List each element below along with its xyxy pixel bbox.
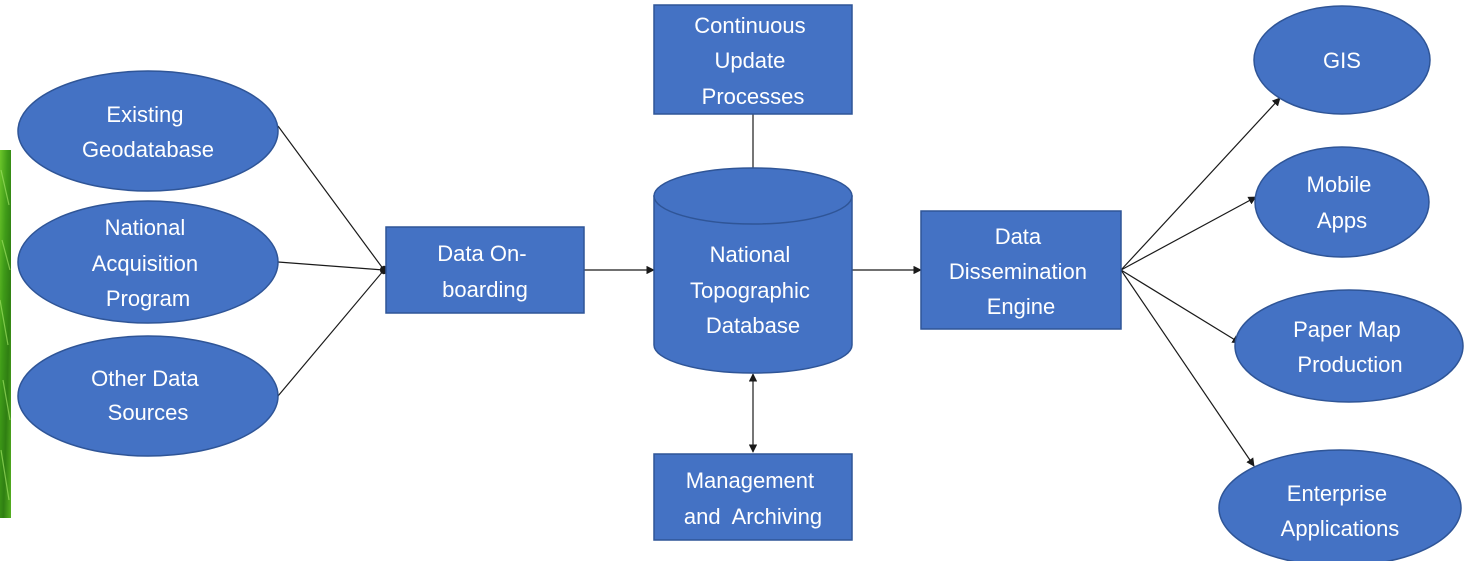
node-national-topographic-database: National Topographic Database [653,167,853,374]
side-grass-image [0,150,11,518]
node-national-acquisition-program: National Acquisition Program [17,200,279,324]
node-label: National Topographic Database [690,242,816,338]
node-label-line: Data On- [437,241,526,266]
node-label: Mobile Apps [1307,172,1378,233]
edge-national-acquisition-to-onboarding [277,261,388,275]
node-label: Data On- boarding [437,241,532,302]
edge-other-sources-to-onboarding [277,266,388,397]
node-data-onboarding: Data On- boarding [385,226,585,314]
edge-existing-geodatabase-to-onboarding [277,125,388,274]
node-label-line: Enterprise [1287,481,1387,506]
node-label-line: Processes [702,84,805,109]
node-label-line: GIS [1323,48,1361,73]
node-label-line: Database [706,313,800,338]
node-label: Existing Geodatabase [82,102,214,162]
node-other-data-sources: Other Data Sources [17,335,279,457]
node-label-line: Other Data [91,366,199,391]
node-management-and-archiving: Management and Archiving [653,453,853,541]
node-label: Enterprise Applications [1281,481,1400,541]
node-label: Data Dissemination Engine [949,224,1093,319]
node-label-line: Geodatabase [82,137,214,162]
node-label-line: Existing [106,102,183,127]
node-label-line: Engine [987,294,1056,319]
node-label: Management and Archiving [684,468,822,529]
node-label: Paper Map Production [1293,317,1407,377]
node-label-line: Program [106,286,190,311]
edge-dissemination-to-enterprise-apps [1120,269,1255,467]
edge-dissemination-to-mobile-apps [1120,196,1257,271]
node-label-line: Dissemination [949,259,1087,284]
node-label-line: National [105,215,186,240]
node-label-line: Acquisition [92,251,198,276]
node-label-line: Production [1297,352,1402,377]
node-data-dissemination-engine: Data Dissemination Engine [920,210,1122,330]
node-label-line: Paper Map [1293,317,1401,342]
edge-dissemination-to-paper-map [1120,269,1241,344]
node-label-line: Apps [1317,208,1367,233]
node-enterprise-applications: Enterprise Applications [1218,449,1462,561]
node-label-line: Continuous [694,13,805,38]
node-mobile-apps: Mobile Apps [1254,146,1430,258]
node-existing-geodatabase: Existing Geodatabase [17,70,279,192]
node-label: Other Data Sources [91,366,205,425]
edge-dissemination-to-gis [1120,97,1281,271]
node-label: GIS [1323,48,1361,73]
node-gis: GIS [1253,5,1431,115]
node-label-line: National [710,242,791,267]
node-continuous-update-processes: Continuous Update Processes [653,4,853,115]
node-label: National Acquisition Program [92,215,205,311]
node-label: Continuous Update Processes [694,13,811,109]
node-label-line: Topographic [690,278,810,303]
node-label-line: Applications [1281,516,1400,541]
node-paper-map-production: Paper Map Production [1234,289,1464,403]
node-label-line: Update [714,48,785,73]
node-label-line: Management [686,468,814,493]
node-label-line: and Archiving [684,504,822,529]
node-label-line: Data [995,224,1042,249]
node-label-line: Mobile [1307,172,1372,197]
node-label-line: boarding [442,277,528,302]
node-label-line: Sources [108,400,189,425]
